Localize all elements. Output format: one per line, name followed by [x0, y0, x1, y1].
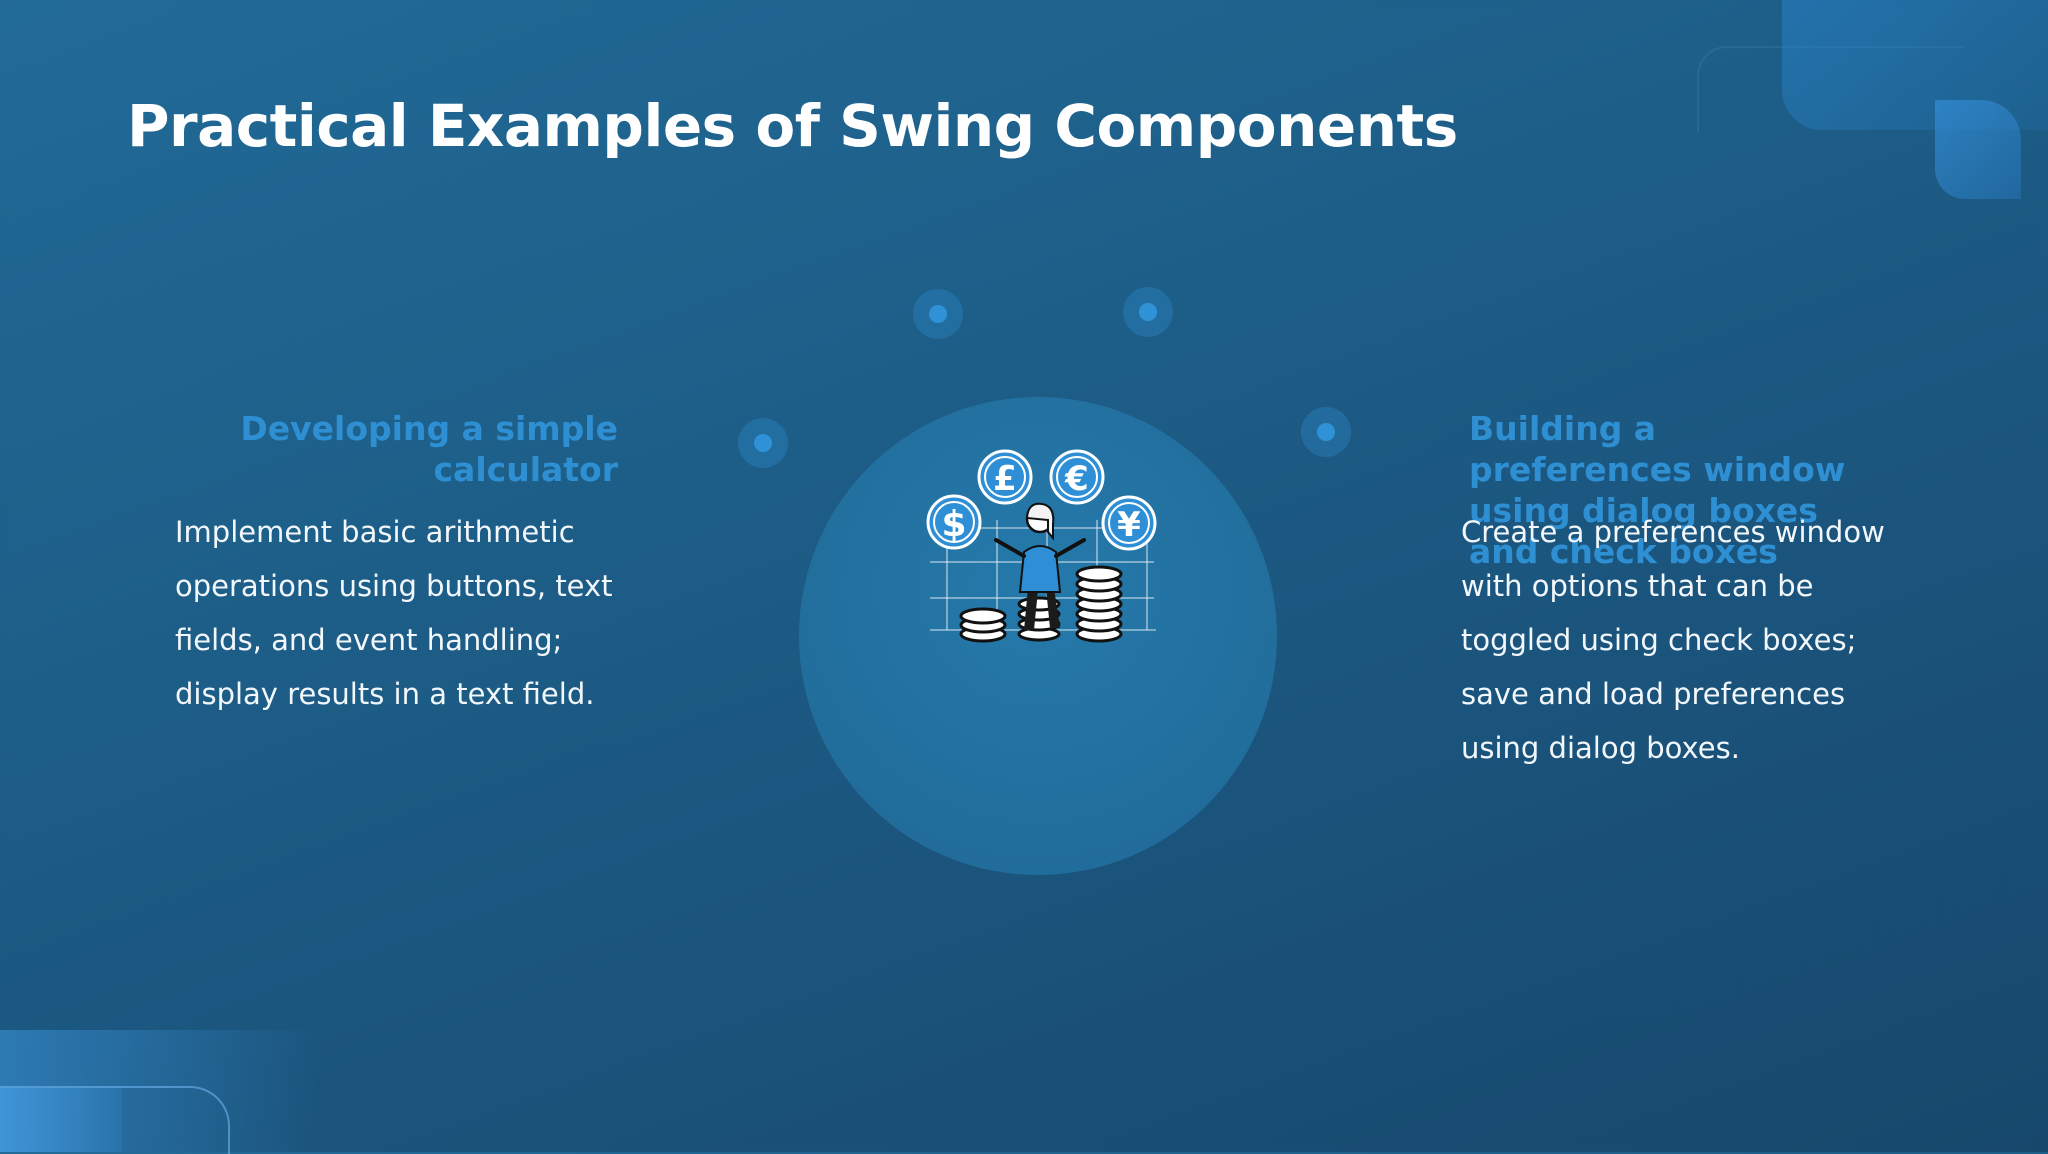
right-item-description: Create a preferences window with options… — [1461, 515, 1885, 765]
slide-title: Practical Examples of Swing Components — [127, 92, 1458, 160]
svg-text:£: £ — [993, 459, 1017, 499]
person-with-currency-coins-icon: $ £ € ¥ — [926, 449, 1157, 643]
decorative-dot — [738, 418, 788, 468]
svg-text:€: € — [1064, 459, 1089, 499]
decorative-dot — [1123, 287, 1173, 337]
corner-decoration-bottom-left-outline — [0, 1086, 230, 1154]
corner-decoration-accent — [1935, 100, 2021, 199]
left-item-description: Implement basic arithmetic operations us… — [175, 515, 613, 711]
decorative-dot — [913, 289, 963, 339]
svg-text:¥: ¥ — [1117, 505, 1141, 545]
right-item-heading: Building a preferences window using dial… — [1469, 409, 1846, 571]
svg-text:$: $ — [941, 504, 966, 545]
decorative-dot — [1301, 407, 1351, 457]
left-item-heading: Developing a simple calculator — [240, 409, 618, 489]
